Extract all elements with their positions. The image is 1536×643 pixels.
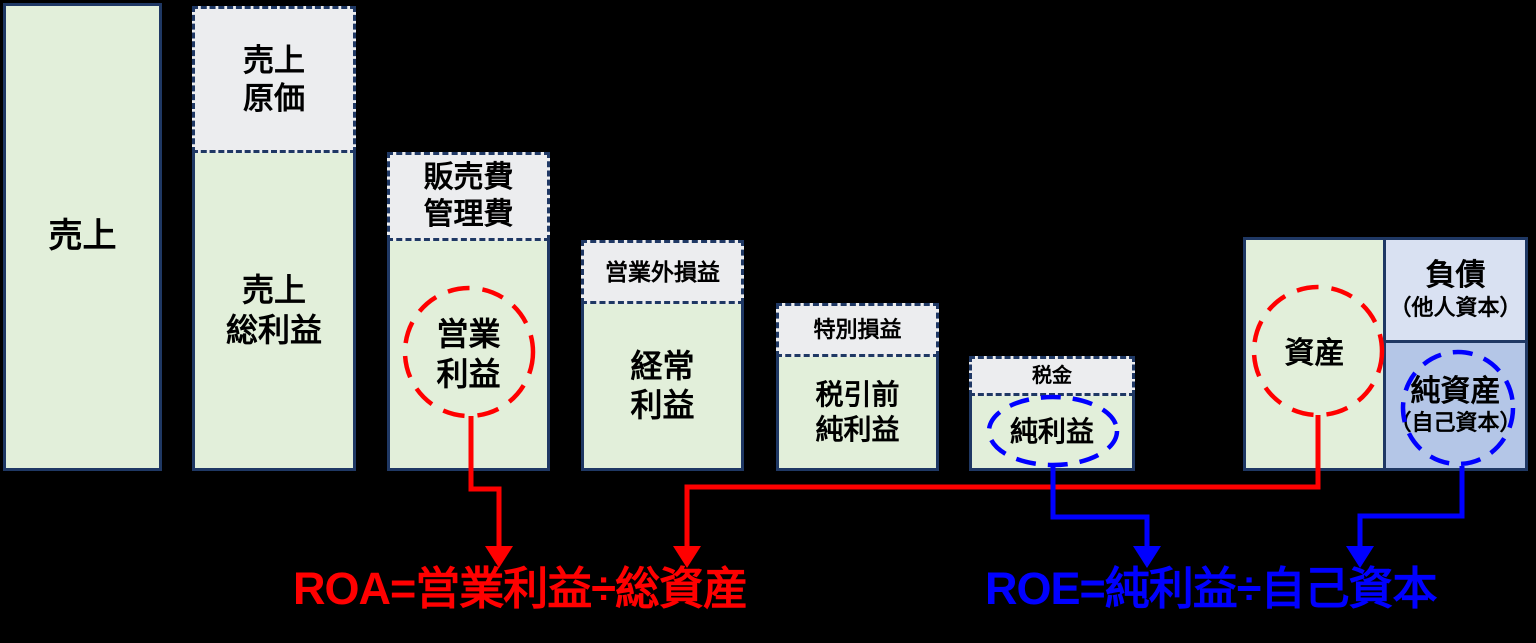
non-operating-box: 営業外損益 — [581, 240, 744, 304]
operating-profit-label-line1: 営業 — [436, 316, 501, 353]
extraordinary-box: 特別損益 — [776, 303, 939, 357]
cost-of-sales-label-line2: 原価 — [243, 80, 305, 116]
non-operating-label: 営業外損益 — [605, 258, 720, 285]
roe-arrow-from-net-assets — [1357, 466, 1465, 548]
roe-formula: ROE=純利益÷自己資本 — [985, 563, 1437, 614]
net-profit-label: 純利益 — [1009, 415, 1094, 447]
roe-arrow-from-net-profit — [1050, 465, 1150, 548]
roa-formula: ROA=営業利益÷総資産 — [293, 563, 748, 614]
sga-expenses-box: 販売費 管理費 — [387, 152, 550, 241]
net-assets-sublabel: （自己資本） — [1389, 410, 1522, 436]
pretax-profit-box: 税引前 純利益 — [776, 357, 939, 471]
liabilities-sublabel: （他人資本） — [1389, 294, 1522, 320]
operating-profit-box: 営業 利益 — [387, 241, 550, 471]
assets-label: 資産 — [1284, 336, 1345, 370]
gross-profit-label-line1: 売上 — [241, 272, 306, 309]
pretax-profit-label-line1: 税引前 — [815, 379, 900, 411]
tax-box: 税金 — [969, 356, 1135, 396]
liabilities-label: 負債 — [1425, 259, 1486, 293]
operating-profit-label-line2: 利益 — [436, 355, 501, 392]
ordinary-profit-label-line1: 経常 — [630, 347, 695, 384]
liabilities-box: 負債 （他人資本） — [1386, 237, 1528, 343]
sga-label-line2: 管理費 — [423, 197, 514, 231]
ordinary-profit-box: 経常 利益 — [581, 304, 744, 471]
assets-box: 資産 — [1243, 237, 1386, 471]
net-assets-label: 純資産 — [1410, 374, 1501, 408]
sales-label: 売上 — [48, 217, 117, 256]
tax-label: 税金 — [1032, 364, 1072, 387]
pretax-profit-label-line2: 純利益 — [815, 413, 900, 445]
gross-profit-box: 売上 総利益 — [192, 153, 356, 471]
extraordinary-label: 特別損益 — [813, 316, 902, 342]
cost-of-sales-box: 売上 原価 — [192, 6, 356, 153]
ordinary-profit-label-line2: 利益 — [630, 387, 695, 423]
sga-label-line1: 販売費 — [423, 160, 514, 194]
net-profit-box: 純利益 — [969, 396, 1135, 471]
cost-of-sales-label-line1: 売上 — [243, 42, 305, 78]
sales-box: 売上 — [3, 3, 162, 471]
net-assets-box: 純資産 （自己資本） — [1386, 343, 1528, 471]
gross-profit-label-line2: 総利益 — [225, 311, 322, 348]
